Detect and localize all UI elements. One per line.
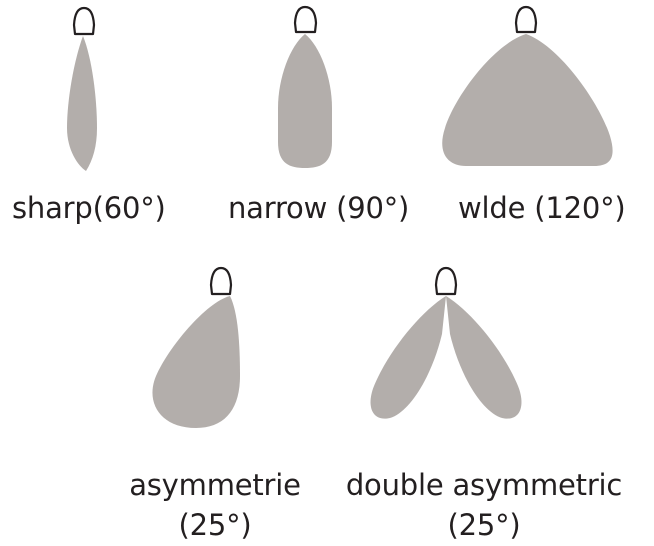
lamp-narrow-icon — [293, 5, 318, 34]
label-double-asymmetric-line1: double asymmetric — [345, 468, 623, 502]
beam-narrow — [278, 5, 332, 168]
beam-sharp — [67, 6, 97, 171]
label-sharp: sharp(60°) — [12, 191, 166, 225]
lamp-sharp-icon — [72, 6, 96, 36]
beam-narrow-shape — [278, 34, 332, 168]
lamp-double-asymmetric-icon — [434, 266, 458, 296]
lamp-asymmetric-icon — [209, 266, 233, 296]
beam-double-asymmetric-right — [446, 296, 522, 419]
beam-wide — [442, 5, 613, 166]
beam-wide-shape — [442, 34, 613, 166]
beam-sharp-shape — [67, 36, 97, 171]
beam-asymmetric — [152, 266, 240, 428]
label-asymmetric-line1: asymmetrie — [129, 468, 301, 502]
beam-double-asymmetric — [370, 266, 522, 419]
beam-asymmetric-shape — [152, 296, 240, 428]
label-double-asymmetric-line2: (25°) — [447, 508, 521, 542]
beam-double-asymmetric-left — [370, 296, 446, 419]
label-asymmetric-line2: (25°) — [178, 508, 252, 542]
label-wide: wlde (120°) — [458, 191, 626, 225]
label-narrow: narrow (90°) — [228, 191, 410, 225]
lamp-wide-icon — [514, 5, 538, 34]
